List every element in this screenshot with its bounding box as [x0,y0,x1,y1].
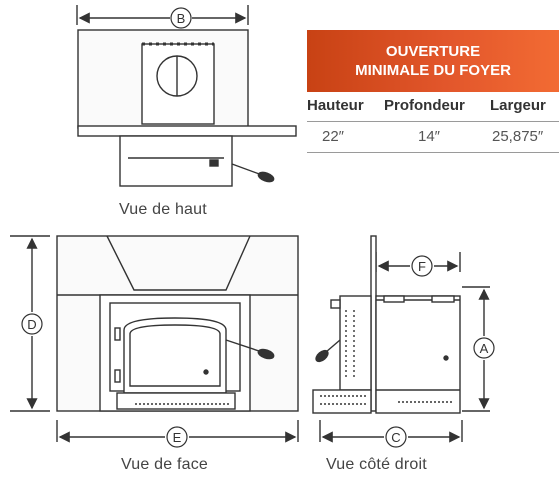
banner-line-1: OUVERTURE [385,43,481,60]
table-divider [307,121,559,122]
opening-table-banner: OUVERTURE MINIMALE DU FOYER [307,30,559,92]
dimension-f-label: F [411,255,433,277]
dimension-c-text: C [391,430,400,445]
dimension-e-label: E [166,426,188,448]
dimension-d-label: D [21,313,43,335]
dimension-d-text: D [27,317,36,332]
header-width: Largeur [490,97,546,114]
banner-line-2: MINIMALE DU FOYER [355,62,511,79]
dimension-b-text: B [177,11,186,26]
table-bottom-line [307,152,559,153]
top-view [76,5,297,187]
header-height: Hauteur [307,97,364,114]
side-view [312,235,490,443]
dimension-b-label: B [170,7,192,29]
dimension-a-text: A [480,341,489,356]
value-depth: 14″ [418,128,440,145]
dimension-a-label: A [473,337,495,359]
caption-side-view: Vue côté droit [326,456,427,473]
dimension-c-label: C [385,426,407,448]
caption-front-view: Vue de face [121,456,209,473]
caption-top-view: Vue de haut [119,201,207,218]
header-depth: Profondeur [384,97,465,114]
front-view [10,235,299,443]
dimension-f-text: F [418,259,426,274]
dimension-e-text: E [173,430,182,445]
value-width: 25,875″ [492,128,544,145]
value-height: 22″ [322,128,344,145]
